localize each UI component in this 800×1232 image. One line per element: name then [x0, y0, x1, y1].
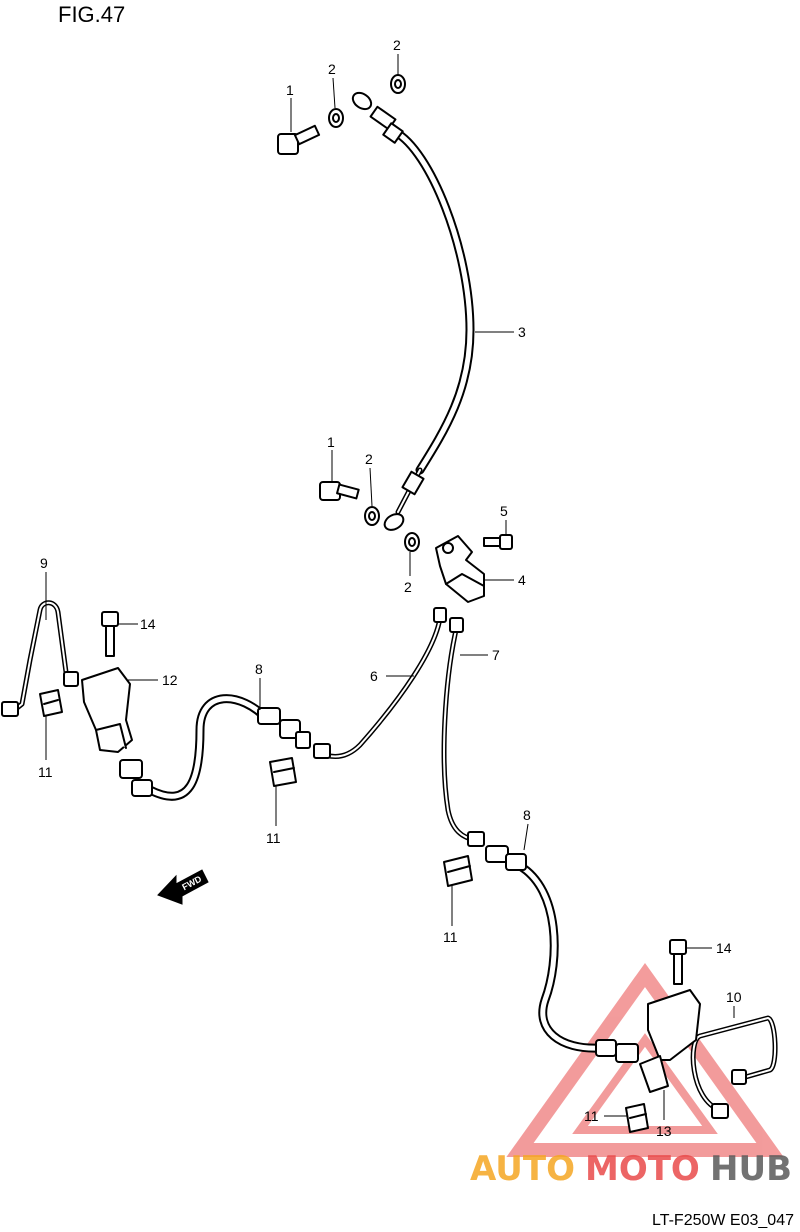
- brake-pipe-7: [441, 617, 485, 847]
- callout-8-left: 8: [255, 661, 263, 677]
- callout-3: 3: [518, 324, 526, 340]
- callouts: 1 2 2 3 1 2 2 5 4 9 14 12 8 6 7 11 11 8 …: [38, 37, 742, 1139]
- callout-1-upper: 1: [286, 82, 294, 98]
- brake-pipe-9: [1, 600, 79, 717]
- bolt-5: [483, 534, 513, 550]
- hose-joint-4: [435, 535, 485, 603]
- callout-14-left: 14: [140, 616, 156, 632]
- brake-hose-3: [351, 91, 475, 531]
- callout-7: 7: [492, 647, 500, 663]
- banjo-bolt-1-upper: [277, 124, 321, 155]
- watermark-moto: MOTO: [585, 1149, 700, 1189]
- callout-11-b: 11: [266, 830, 281, 846]
- watermark-triangle: [506, 962, 784, 1157]
- brake-pipe-10: [690, 1015, 778, 1119]
- fwd-arrow: FWD: [157, 869, 209, 905]
- washer-2-a: [328, 108, 344, 128]
- callout-13: 13: [656, 1123, 672, 1139]
- callout-2-b: 2: [393, 37, 401, 53]
- clip-11-a: [39, 689, 63, 717]
- clip-11-b: [269, 757, 297, 787]
- bracket-13: [639, 989, 701, 1093]
- bolt-14-left: [101, 611, 119, 657]
- callout-14-right: 14: [716, 940, 732, 956]
- callout-8-right: 8: [523, 807, 531, 823]
- clip-11-d: [625, 1103, 649, 1133]
- callout-2-a: 2: [328, 61, 336, 77]
- figure-title: FIG.47: [58, 2, 126, 27]
- watermark-logo: AUTO MOTO HUB: [470, 1149, 792, 1189]
- diagram-code: LT-F250W E03_047: [651, 1212, 794, 1229]
- brake-pipe-6: [313, 607, 447, 759]
- callout-4: 4: [518, 572, 526, 588]
- callout-11-a: 11: [38, 764, 53, 780]
- callout-9: 9: [40, 555, 48, 571]
- clip-11-c: [443, 855, 473, 887]
- callout-6: 6: [370, 668, 378, 684]
- callout-11-d: 11: [584, 1108, 599, 1124]
- banjo-bolt-1-lower: [319, 481, 360, 501]
- leader-lines: [45, 54, 735, 1120]
- callout-10: 10: [726, 989, 742, 1005]
- callout-2-d: 2: [404, 579, 412, 595]
- bolt-14-right: [669, 939, 687, 985]
- washer-2-b: [390, 74, 406, 94]
- callout-1-lower: 1: [327, 434, 335, 450]
- brake-hose-8-right: [485, 845, 639, 1063]
- washer-2-d: [404, 532, 420, 552]
- callout-12: 12: [162, 672, 178, 688]
- bracket-12: [81, 667, 133, 753]
- callout-11-c: 11: [443, 929, 458, 945]
- brake-hose-8-left: [119, 694, 311, 801]
- watermark-auto: AUTO: [470, 1149, 575, 1189]
- watermark-hub: HUB: [710, 1149, 792, 1189]
- callout-5: 5: [500, 503, 508, 519]
- washer-2-c: [364, 506, 380, 526]
- callout-2-c: 2: [365, 451, 373, 467]
